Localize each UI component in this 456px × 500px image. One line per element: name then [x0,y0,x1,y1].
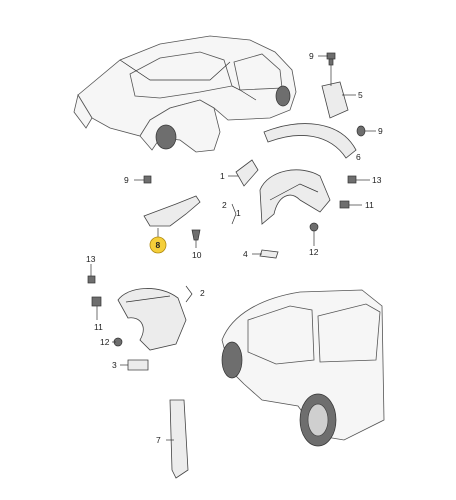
callout-1-top: 1 [220,171,225,181]
callout-13-left: 13 [86,254,96,264]
leader-lines [90,55,376,441]
callout-2-top: 2 [222,200,227,210]
callout-1-mid: 1 [236,208,241,218]
part-9-clip-mid [356,125,366,137]
wheel-housing-liner-rear [117,288,187,351]
callout-3: 3 [112,360,117,370]
part-9-clip-left [143,175,152,184]
callout-13-top: 13 [372,175,382,185]
part-8-bracket [143,195,201,227]
callout-7: 7 [156,435,161,445]
callout-9-mid: 9 [378,126,383,136]
part-9-clip-top [326,52,336,66]
callout-11-left: 11 [94,322,103,332]
part-5-rear-panel [321,81,349,119]
part-13-clip-top [347,175,357,184]
callout-2-left: 2 [200,288,205,298]
part-13-clip-left [87,275,96,284]
part-12-screw-top [309,222,319,232]
part-3-block [127,359,149,371]
part-6-wheel-arch-trim [263,123,357,159]
part-7-seal-strip [169,399,189,479]
car-body-lower [221,289,385,447]
callout-9-left: 9 [124,175,129,185]
car-body-shell [73,35,297,153]
callout-8-highlight [149,236,167,254]
part-11-clip-top [339,200,350,209]
callout-5: 5 [358,90,363,100]
part-4-strip [259,249,279,259]
part-11-clip-left [91,296,102,307]
callout-10: 10 [192,250,202,260]
part-1-side-grille [235,159,259,187]
callout-9-top: 9 [309,51,314,61]
part-10-fastener [191,229,201,241]
callout-12-top: 12 [309,247,319,257]
callout-11-top: 11 [365,200,374,210]
callout-8: 8 [156,240,161,250]
callout-6: 6 [356,152,361,162]
callout-12-left: 12 [100,337,110,347]
callout-4: 4 [243,249,248,259]
wheel-housing-liner-front [259,169,331,225]
